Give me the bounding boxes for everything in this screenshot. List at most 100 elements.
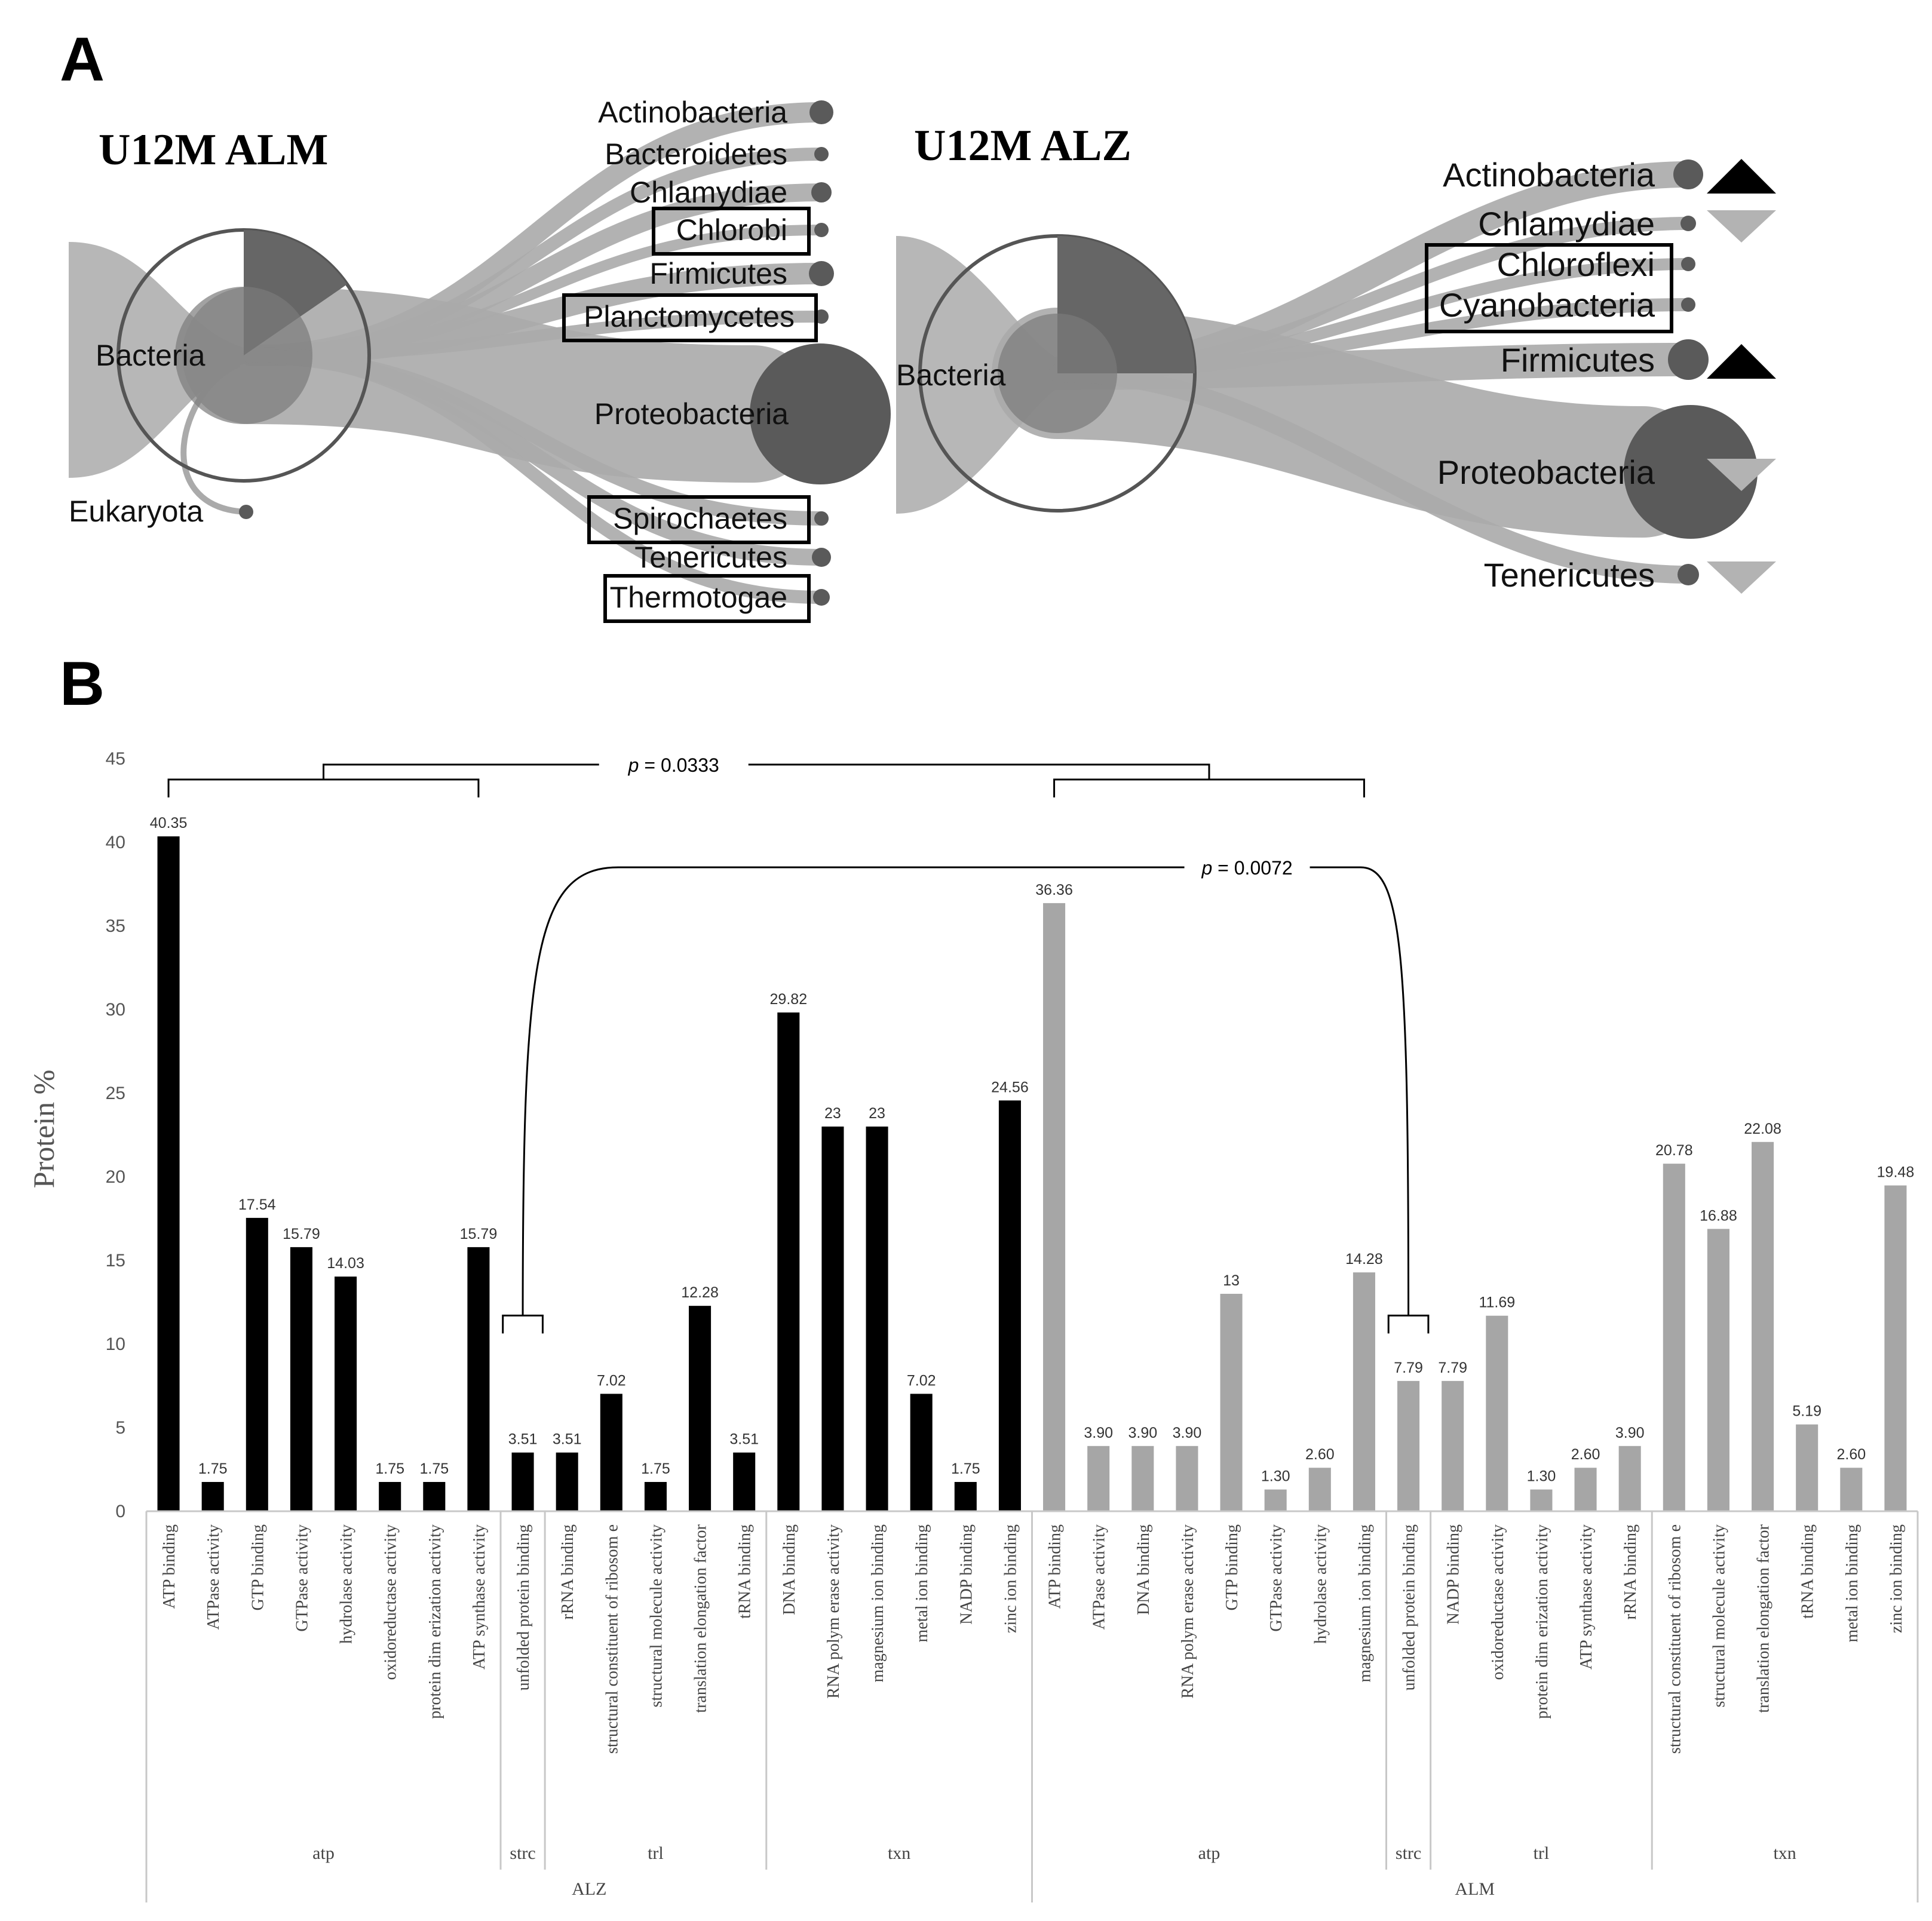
- tree-left-label-tenericutes: Tenericutes: [634, 541, 787, 574]
- bar-alz-magnesium-ion-binding: [866, 1127, 888, 1511]
- bar-alz-atpase-activity: [201, 1482, 224, 1511]
- tree-left-label-planctomycetes: Planctomycetes: [584, 300, 795, 333]
- data-label-alz-zinc-ion-binding: 24.56: [991, 1079, 1029, 1095]
- bar-alm-metal-ion-binding: [1840, 1468, 1863, 1511]
- tree-left: U12M ALM Bacteria Eukaryota Actinobacter…: [69, 96, 891, 623]
- category-label-alm-translation-elongation-factor: translation elongation factor: [1755, 1524, 1773, 1713]
- data-label-alz-rna-polym-erase-activity: 23: [824, 1105, 841, 1122]
- category-label-alm-magnesium-ion-binding: magnesium ion binding: [1356, 1524, 1374, 1682]
- category-label-alm-zinc-ion-binding: zinc ion binding: [1887, 1524, 1906, 1633]
- tree-left-node-chlamydiae: [811, 182, 832, 202]
- category-label-alz-magnesium-ion-binding: magnesium ion binding: [869, 1524, 887, 1682]
- bar-alm-structural-constituent-of-ribosom-e: [1663, 1164, 1685, 1511]
- category-label-alm-structural-molecule-activity: structural molecule activity: [1710, 1524, 1728, 1707]
- data-label-alm-translation-elongation-factor: 22.08: [1744, 1121, 1781, 1137]
- tree-left-branches: [69, 102, 832, 604]
- category-label-alm-protein-dim-erization-activity: protein dim erization activity: [1533, 1524, 1551, 1719]
- bar-alm-rrna-binding: [1618, 1446, 1641, 1511]
- tree-right-node-tenericutes: [1678, 564, 1699, 585]
- category-label-alz-structural-constituent-of-ribosom-e: structural constituent of ribosom e: [603, 1524, 621, 1754]
- trend-down-icon-proteobacteria: [1707, 459, 1776, 491]
- category-label-alm-metal-ion-binding: metal ion binding: [1843, 1524, 1862, 1643]
- data-label-alm-magnesium-ion-binding: 14.28: [1345, 1251, 1383, 1268]
- bar-alz-trna-binding: [733, 1452, 756, 1511]
- tree-right-root-label: Bacteria: [896, 358, 1006, 392]
- tree-left-eukaryota-node: [239, 505, 253, 519]
- panel-b-letter: B: [60, 649, 105, 719]
- tree-left-node-thermotogae: [813, 589, 830, 606]
- category-label-alz-zinc-ion-binding: zinc ion binding: [1001, 1524, 1020, 1633]
- y-tick-45: 45: [106, 749, 125, 769]
- bar-alz-hydrolase-activity: [335, 1276, 357, 1511]
- data-label-alm-atpase-activity: 3.90: [1084, 1425, 1113, 1441]
- bar-alz-nadp-binding: [954, 1482, 977, 1511]
- tree-left-eukaryota-label: Eukaryota: [69, 495, 203, 528]
- bar-alz-dna-binding: [777, 1012, 800, 1511]
- subgroup-label-alm-txn: txn: [1773, 1843, 1796, 1863]
- data-label-alm-structural-molecule-activity: 16.88: [1700, 1207, 1737, 1224]
- category-label-alz-rna-polym-erase-activity: RNA polym erase activity: [824, 1524, 843, 1699]
- subgroup-label-alz-strc: strc: [510, 1843, 535, 1863]
- data-label-alz-hydrolase-activity: 14.03: [327, 1255, 364, 1272]
- category-label-alz-dna-binding: DNA binding: [780, 1524, 799, 1615]
- bar-alm-gtp-binding: [1220, 1294, 1243, 1511]
- data-label-alm-hydrolase-activity: 2.60: [1305, 1446, 1335, 1463]
- panel-a-letter: A: [60, 25, 105, 94]
- bar-alz-protein-dim-erization-activity: [423, 1482, 446, 1511]
- tree-left-label-firmicutes: Firmicutes: [649, 257, 787, 290]
- data-label-alm-dna-binding: 3.90: [1128, 1425, 1157, 1441]
- bar-alm-hydrolase-activity: [1308, 1468, 1331, 1511]
- bar-alz-gtpase-activity: [290, 1247, 312, 1511]
- data-label-alz-metal-ion-binding: 7.02: [907, 1372, 936, 1389]
- y-tick-20: 20: [106, 1167, 125, 1187]
- data-label-alm-rrna-binding: 3.90: [1615, 1425, 1645, 1441]
- category-label-alm-trna-binding: tRNA binding: [1799, 1524, 1817, 1619]
- group-label-alz: ALZ: [572, 1879, 606, 1899]
- data-label-alz-nadp-binding: 1.75: [951, 1460, 980, 1477]
- data-label-alm-oxidoreductase-activity: 11.69: [1479, 1294, 1515, 1311]
- data-label-alm-metal-ion-binding: 2.60: [1836, 1446, 1866, 1463]
- data-label-alz-structural-molecule-activity: 1.75: [641, 1460, 670, 1477]
- trend-down-icon-tenericutes: [1707, 561, 1776, 594]
- category-label-alz-metal-ion-binding: metal ion binding: [913, 1524, 931, 1643]
- data-label-alz-structural-constituent-of-ribosom-e: 7.02: [597, 1372, 626, 1389]
- bar-alz-gtp-binding: [246, 1217, 268, 1511]
- category-label-alm-nadp-binding: NADP binding: [1445, 1524, 1463, 1625]
- tree-left-node-spirochaetes: [814, 511, 829, 526]
- category-label-alz-rrna-binding: rRNA binding: [559, 1524, 577, 1619]
- tree-right-node-chlamydiae: [1680, 216, 1696, 231]
- data-label-alz-protein-dim-erization-activity: 1.75: [419, 1460, 449, 1477]
- bar-alm-atpase-activity: [1087, 1446, 1110, 1511]
- trend-up-icon-actinobacteria: [1707, 159, 1776, 194]
- tree-right-box-chloroflexi-cyanobacteria: [1425, 243, 1673, 333]
- p-value-0333-prefix: p: [628, 754, 639, 776]
- bar-alz-rrna-binding: [556, 1452, 578, 1511]
- category-label-alm-gtpase-activity: GTPase activity: [1267, 1524, 1286, 1632]
- y-tick-10: 10: [106, 1334, 125, 1354]
- bar-alz-translation-elongation-factor: [689, 1306, 712, 1511]
- y-tick-25: 25: [106, 1084, 125, 1103]
- bar-alm-protein-dim-erization-activity: [1530, 1489, 1553, 1511]
- data-label-alz-gtpase-activity: 15.79: [283, 1226, 320, 1242]
- data-label-alz-unfolded-protein-binding: 3.51: [508, 1431, 538, 1448]
- tree-right-label-tenericutes: Tenericutes: [1484, 556, 1655, 594]
- bar-alm-oxidoreductase-activity: [1486, 1315, 1508, 1511]
- category-label-alz-hydrolase-activity: hydrolase activity: [338, 1524, 356, 1644]
- data-label-alm-atp-binding: 36.36: [1035, 882, 1073, 898]
- tree-left-node-firmicutes: [809, 261, 834, 286]
- bars: [157, 836, 1907, 1511]
- tree-right-label-chloroflexi: Chloroflexi: [1496, 246, 1655, 283]
- category-label-alz-trna-binding: tRNA binding: [736, 1524, 755, 1619]
- bracket-0333-gap: [599, 761, 749, 768]
- bar-alm-dna-binding: [1131, 1446, 1154, 1511]
- tree-left-root-label: Bacteria: [96, 339, 206, 372]
- y-tick-15: 15: [106, 1251, 125, 1271]
- tree-right-label-actinobacteria: Actinobacteria: [1443, 156, 1655, 194]
- tree-right-node-firmicutes: [1668, 339, 1709, 380]
- tree-right-label-chlamydiae: Chlamydiae: [1478, 205, 1655, 243]
- data-label-alz-translation-elongation-factor: 12.28: [681, 1284, 719, 1301]
- tree-left-title: U12M ALM: [99, 125, 328, 174]
